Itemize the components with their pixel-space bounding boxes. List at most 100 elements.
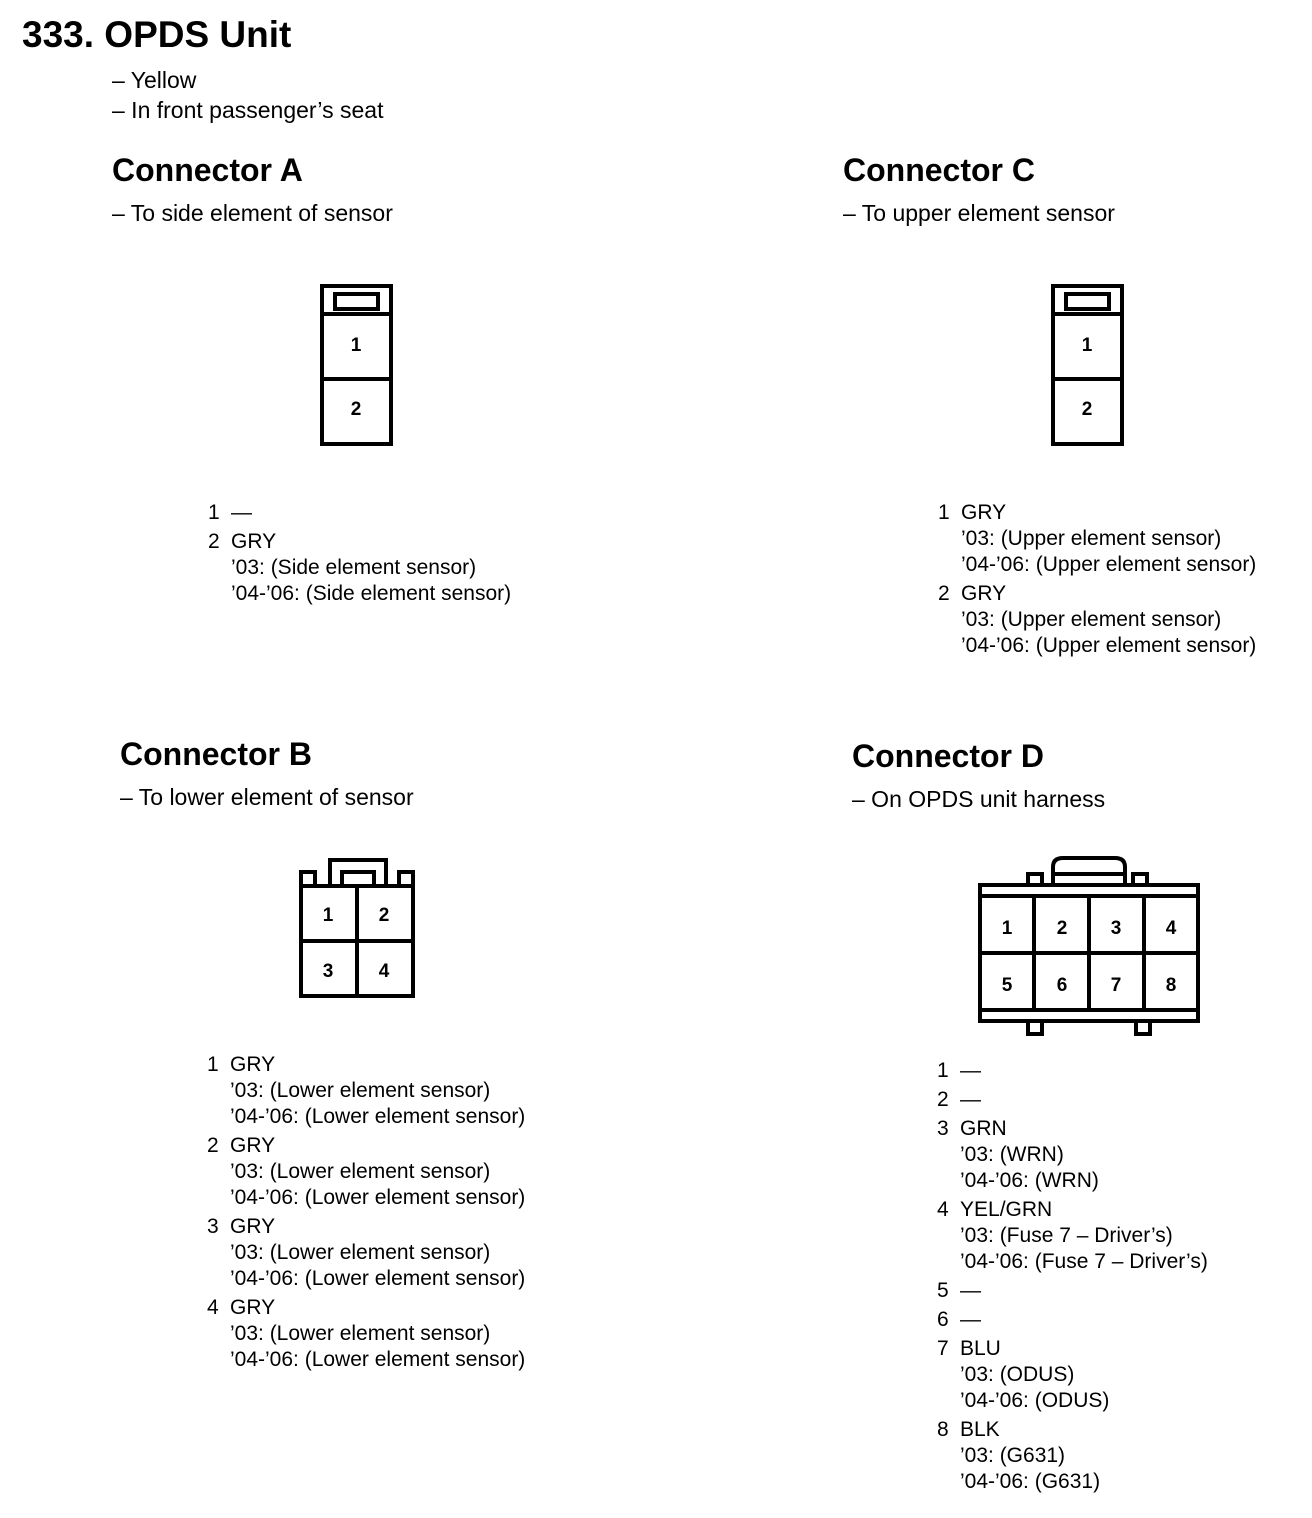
connector-d-pin-3: 3 bbox=[1111, 918, 1122, 939]
pin-detail: ’03: (WRN) bbox=[960, 1143, 1064, 1166]
page-title: 333. OPDS Unit bbox=[22, 14, 292, 55]
pin-entry: 5— bbox=[937, 1278, 1208, 1304]
connector-c-diagram: 1 2 bbox=[1051, 284, 1124, 446]
connector-d-pin-6: 6 bbox=[1057, 975, 1068, 996]
pin-detail: ’03: (Lower element sensor) bbox=[230, 1241, 491, 1264]
connector-d-diagram: 1 2 3 4 5 6 7 8 bbox=[978, 856, 1200, 1036]
connector-b-diagram: 1 2 3 4 bbox=[299, 858, 415, 998]
wire-color: — bbox=[960, 1088, 981, 1111]
pin-number: 1 bbox=[207, 1053, 219, 1076]
pin-detail: ’03: (Lower element sensor) bbox=[230, 1160, 491, 1183]
pin-entry: 2— bbox=[937, 1087, 1208, 1113]
pin-entry: 1 GRY ’03: (Lower element sensor) ’04-’06… bbox=[207, 1052, 525, 1130]
pin-number: 8 bbox=[937, 1418, 949, 1441]
pin-number: 3 bbox=[937, 1117, 949, 1140]
connector-a-housing bbox=[320, 284, 393, 446]
wire-color: GRY bbox=[961, 501, 1007, 524]
connector-c-pin-list: 1 GRY ’03: (Upper element sensor) ’04-’06… bbox=[938, 500, 1256, 662]
connector-d-pin-1: 1 bbox=[1002, 918, 1013, 939]
pin-detail: ’04-’06: (G631) bbox=[960, 1470, 1101, 1493]
wire-color: — bbox=[960, 1308, 981, 1331]
wire-color: — bbox=[960, 1279, 981, 1302]
pin-detail: ’04-’06: (Upper element sensor) bbox=[961, 553, 1257, 576]
connector-b-latch bbox=[328, 858, 388, 886]
connector-a-heading: Connector A bbox=[112, 152, 303, 188]
pin-detail: ’03: (Upper element sensor) bbox=[961, 527, 1222, 550]
pin-detail: ’04-’06: (Side element sensor) bbox=[231, 582, 512, 605]
pin-number: 4 bbox=[207, 1296, 219, 1319]
connector-d-pin-7: 7 bbox=[1111, 975, 1122, 996]
pin-number: 2 bbox=[938, 582, 950, 605]
housing-color: – Yellow bbox=[112, 67, 197, 93]
pin-number: 1 bbox=[208, 501, 220, 524]
connector-a-pin-1: 1 bbox=[351, 335, 362, 356]
pin-detail: ’03: (Lower element sensor) bbox=[230, 1322, 491, 1345]
pin-detail: ’03: (Fuse 7 – Driver’s) bbox=[960, 1224, 1173, 1247]
pin-entry: 7 BLU ’03: (ODUS) ’04-’06: (ODUS) bbox=[937, 1336, 1208, 1414]
connector-a-diagram: 1 2 bbox=[320, 284, 393, 446]
connector-c-subtitle: – To upper element sensor bbox=[843, 200, 1115, 226]
connector-a-subtitle: – To side element of sensor bbox=[112, 200, 393, 226]
wire-color: GRY bbox=[231, 530, 277, 553]
pin-entry: 4 GRY ’03: (Lower element sensor) ’04-’06… bbox=[207, 1295, 525, 1373]
pin-entry: 3 GRY ’03: (Lower element sensor) ’04-’06… bbox=[207, 1214, 525, 1292]
pin-detail: ’03: (G631) bbox=[960, 1444, 1066, 1467]
pin-number: 7 bbox=[937, 1337, 949, 1360]
pin-detail: ’04-’06: (Lower element sensor) bbox=[230, 1267, 526, 1290]
pin-entry: 1 GRY ’03: (Upper element sensor) ’04-’06… bbox=[938, 500, 1256, 578]
pin-entry: 6— bbox=[937, 1307, 1208, 1333]
pin-detail: ’04-’06: (Lower element sensor) bbox=[230, 1186, 526, 1209]
connector-b-pin-4: 4 bbox=[379, 961, 390, 982]
wire-color: GRY bbox=[230, 1296, 276, 1319]
unit-location: – In front passenger’s seat bbox=[112, 97, 384, 123]
pin-entry: 8 BLK ’03: (G631) ’04-’06: (G631) bbox=[937, 1417, 1208, 1495]
connector-d-heading: Connector D bbox=[852, 738, 1044, 774]
wire-color: GRY bbox=[230, 1215, 276, 1238]
wire-color: GRY bbox=[230, 1053, 276, 1076]
wire-color: YEL/GRN bbox=[960, 1198, 1053, 1221]
connector-a-latch bbox=[333, 292, 380, 311]
pin-detail: ’04-’06: (Lower element sensor) bbox=[230, 1348, 526, 1371]
pin-number: 4 bbox=[937, 1198, 949, 1221]
pin-number: 3 bbox=[207, 1215, 219, 1238]
wire-color: GRY bbox=[230, 1134, 276, 1157]
connector-a-pin-2: 2 bbox=[351, 399, 362, 420]
pin-number: 6 bbox=[937, 1308, 949, 1331]
pin-number: 1 bbox=[937, 1059, 949, 1082]
pin-detail: ’04-’06: (ODUS) bbox=[960, 1389, 1110, 1412]
pin-detail: ’03: (Side element sensor) bbox=[231, 556, 477, 579]
pin-entry: 1— bbox=[208, 500, 511, 526]
connector-d-pin-4: 4 bbox=[1166, 918, 1177, 939]
connector-d-pin-2: 2 bbox=[1057, 918, 1068, 939]
pin-detail: ’03: (Lower element sensor) bbox=[230, 1079, 491, 1102]
connector-d-pin-5: 5 bbox=[1002, 975, 1013, 996]
pin-detail: ’04-’06: (Lower element sensor) bbox=[230, 1105, 526, 1128]
pin-detail: ’04-’06: (Upper element sensor) bbox=[961, 634, 1257, 657]
pin-detail: ’03: (Upper element sensor) bbox=[961, 608, 1222, 631]
pin-number: 1 bbox=[938, 501, 950, 524]
wire-color: BLU bbox=[960, 1337, 1001, 1360]
pin-entry: 2 GRY ’03: (Side element sensor) ’04-’06:… bbox=[208, 529, 511, 607]
pin-detail: ’04-’06: (WRN) bbox=[960, 1169, 1099, 1192]
pin-entry: 1— bbox=[937, 1058, 1208, 1084]
connector-c-latch bbox=[1064, 292, 1111, 311]
connector-b-pin-3: 3 bbox=[323, 961, 334, 982]
pin-detail: ’03: (ODUS) bbox=[960, 1363, 1075, 1386]
connector-b-pin-1: 1 bbox=[323, 905, 334, 926]
connector-b-pin-2: 2 bbox=[379, 905, 390, 926]
wire-color: — bbox=[231, 501, 252, 524]
pin-number: 2 bbox=[208, 530, 220, 553]
connector-b-heading: Connector B bbox=[120, 736, 312, 772]
wire-color: BLK bbox=[960, 1418, 1000, 1441]
connector-b-subtitle: – To lower element of sensor bbox=[120, 784, 414, 810]
connector-c-pin-1: 1 bbox=[1082, 335, 1093, 356]
connector-d-pin-8: 8 bbox=[1166, 975, 1177, 996]
